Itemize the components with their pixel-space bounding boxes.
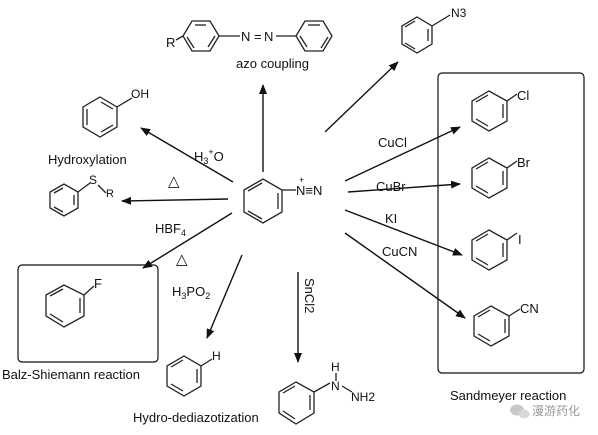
reagent-cucn: CuCN — [382, 244, 417, 259]
arrow-cyanation — [344, 232, 466, 319]
heat-symbol-bottom: △ — [176, 251, 188, 268]
bromine-atom: Br — [517, 155, 531, 170]
reagent-cubr: CuBr — [376, 179, 406, 194]
hydrogen-atom: H — [212, 349, 221, 363]
balz-schiemann-label: Balz-Shiemann reaction — [2, 367, 140, 382]
fluorobenzene-ring — [45, 284, 95, 328]
diazonium-charge: + — [299, 175, 304, 185]
azo-n2: N — [264, 29, 273, 44]
arrow-thioether — [121, 196, 229, 205]
sandmeyer-box — [437, 72, 585, 374]
center-diazonium-ring — [243, 178, 296, 224]
azide-group: N3 — [451, 6, 467, 20]
hydroxyl-group: OH — [131, 87, 149, 101]
reagent-h3o: H3+O — [194, 147, 224, 166]
hydro-dediazotization-label: Hydro-dediazotization — [133, 410, 259, 425]
phenol-ring — [82, 96, 133, 138]
diazonium-group: N≡N — [296, 183, 322, 198]
thioether-r-group: R — [106, 188, 114, 200]
arrow-hydro-dediazotization — [206, 254, 243, 339]
azo-right-ring — [276, 20, 333, 52]
reagent-hbf4: HBF4 — [155, 221, 186, 238]
reagent-h3po2: H3PO2 — [172, 284, 210, 301]
benzonitrile-ring — [473, 305, 521, 347]
phenyl-azide-ring — [401, 14, 451, 54]
hydrazine-n: N — [331, 379, 340, 393]
thioether-ring — [49, 182, 107, 217]
balz-schiemann-box — [17, 264, 159, 363]
sandmeyer-label: Sandmeyer reaction — [450, 388, 566, 403]
heat-symbol-top: △ — [168, 173, 180, 190]
fluorine-atom: F — [94, 276, 102, 291]
arrow-bromination — [347, 180, 461, 193]
reagent-cucl: CuCl — [378, 135, 407, 150]
reagent-sncl2: SnCl2 — [302, 278, 317, 313]
iodobenzene-ring — [471, 229, 518, 271]
watermark-text: 漫游药化 — [532, 404, 580, 418]
azo-r-group: R — [166, 35, 175, 50]
azo-coupling-label: azo coupling — [236, 56, 309, 71]
azo-n1: N — [241, 29, 250, 44]
arrow-hydroxylation — [140, 127, 234, 183]
hydrazine-h: H — [331, 360, 340, 374]
reagent-ki: KI — [385, 211, 397, 226]
iodine-atom: I — [518, 232, 522, 247]
chlorobenzene-ring — [471, 90, 518, 132]
benzene-ring — [166, 355, 213, 397]
amino-group: NH2 — [351, 390, 375, 404]
cyano-group: CN — [520, 301, 539, 316]
hydroxylation-label: Hydroxylation — [48, 152, 127, 167]
phenylhydrazine-ring — [278, 373, 353, 425]
bromobenzene-ring — [471, 157, 518, 199]
chlorine-atom: Cl — [517, 88, 529, 103]
arrow-iodination — [344, 209, 463, 256]
azo-left-ring — [175, 20, 240, 52]
arrow-chlorination — [344, 126, 461, 182]
arrow-azide — [324, 61, 399, 133]
sulfur-atom: S — [89, 173, 97, 187]
wechat-icon — [510, 404, 530, 419]
azo-double-bond: = — [254, 29, 262, 44]
arrow-balz-schiemann — [142, 212, 233, 269]
